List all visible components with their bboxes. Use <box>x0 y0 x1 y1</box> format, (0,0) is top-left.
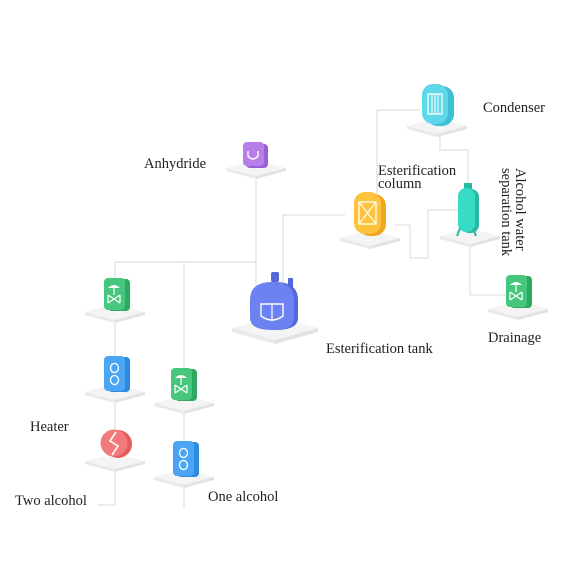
one-alcohol-label: One alcohol <box>208 489 279 505</box>
anhydride-label: Anhydride <box>144 156 207 172</box>
line-heater-to-two-alcohol <box>98 465 116 506</box>
column-icon <box>354 192 386 236</box>
esterification-tank-icon <box>250 272 298 330</box>
line-anhydride-to-valve <box>114 170 257 285</box>
two-alcohol-label: Two alcohol <box>15 493 87 509</box>
separation-tank-label-line2: separation tank <box>498 168 514 257</box>
heater-label: Heater <box>30 419 69 435</box>
platform-valve-left <box>85 304 145 323</box>
line-tank-to-drainage <box>469 235 505 296</box>
line-column-to-tank <box>395 209 458 259</box>
separation-tank-icon <box>456 183 479 237</box>
drainage-valve-icon <box>506 275 532 308</box>
valve-left-icon <box>104 278 130 311</box>
condenser-label: Condenser <box>483 100 546 116</box>
esterification-tank-label: Esterification tank <box>326 341 433 357</box>
valve-mid-icon <box>171 368 197 401</box>
condenser-icon <box>422 84 454 126</box>
heater-icon <box>100 429 132 458</box>
drainage-label: Drainage <box>488 330 542 346</box>
platform-heater <box>85 453 145 472</box>
separation-tank-label-line1: Alcohol water <box>512 168 528 251</box>
pump-one-alcohol-icon <box>173 441 199 477</box>
platforms <box>85 118 548 488</box>
line-tank-to-column <box>282 214 345 300</box>
pump-left-icon <box>104 356 130 392</box>
platform-condenser <box>407 118 467 137</box>
column-label-line1: Esterification <box>378 163 457 179</box>
platform-column <box>340 230 400 249</box>
platform-drainage <box>488 301 548 320</box>
column-label-line2: column <box>378 176 422 192</box>
anhydride-icon <box>243 142 268 168</box>
platform-valve-mid <box>154 395 214 414</box>
platform-separation-tank <box>440 228 500 247</box>
